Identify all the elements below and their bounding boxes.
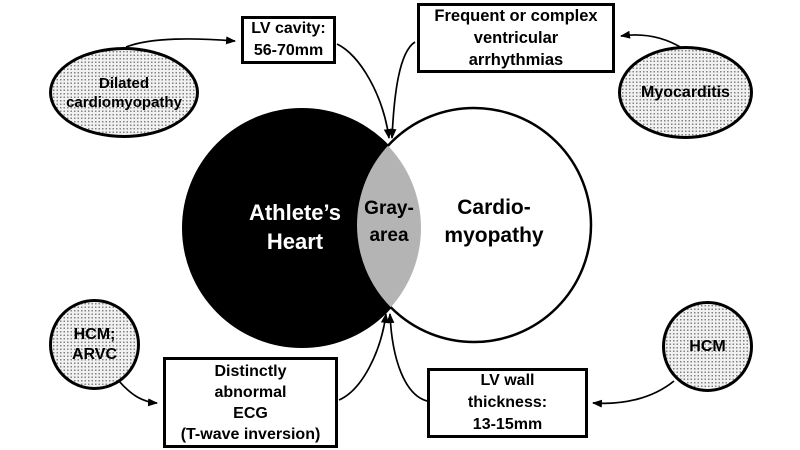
lv-cavity-box: LV cavity: 56-70mm	[241, 16, 336, 64]
dilated-cardiomyopathy-label: Dilated cardiomyopathy	[66, 74, 182, 111]
arrhythmias-box-label: Frequent or complex ventricular arrhythm…	[434, 7, 598, 69]
hcm-arvc-label: HCM; ARVC	[71, 325, 118, 363]
arrow-dilated-cardiomyopathy-to-lv-cavity	[125, 36, 236, 48]
ecg-box: Distinctly abnormal ECG (T-wave inversio…	[163, 357, 338, 448]
arrow-arrhythmias-to-gray-area	[388, 41, 416, 139]
arrhythmias-box: Frequent or complex ventricular arrhythm…	[417, 3, 615, 73]
myocarditis-label: Myocarditis	[641, 84, 730, 101]
ecg-box-label: Distinctly abnormal ECG (T-wave inversio…	[180, 362, 321, 443]
arrow-hcm-to-lv-wall	[592, 380, 675, 408]
arrow-ecg-to-gray-area	[338, 313, 389, 401]
arrow-lv-cavity-to-gray-area	[336, 43, 392, 139]
lv-wall-box-label: LV wall thickness: 13-15mm	[467, 372, 548, 433]
hcm-arvc-ellipse: HCM; ARVC	[49, 299, 140, 390]
hcm-label: HCM	[689, 337, 726, 355]
arrow-lv-wall-to-gray-area	[386, 313, 428, 402]
lv-cavity-box-label: LV cavity: 56-70mm	[251, 20, 326, 59]
dilated-cardiomyopathy-ellipse: Dilated cardiomyopathy	[49, 47, 199, 138]
lv-wall-box: LV wall thickness: 13-15mm	[427, 368, 588, 438]
arrow-myocarditis-to-arrhythmias	[620, 30, 683, 49]
myocarditis-ellipse: Myocarditis	[618, 46, 753, 139]
athletes-heart-label: Athlete’s Heart	[248, 200, 342, 254]
gray-area-label: Gray- area	[364, 198, 414, 246]
cardiomyopathy-label: Cardio- myopathy	[444, 196, 544, 247]
hcm-ellipse: HCM	[662, 301, 753, 392]
arrow-hcm-arvc-to-ecg	[117, 379, 158, 407]
